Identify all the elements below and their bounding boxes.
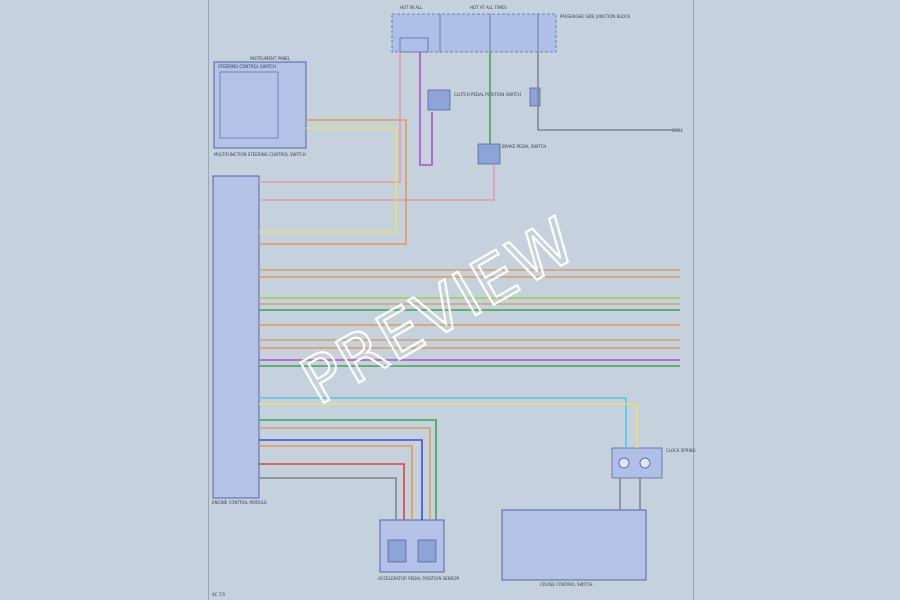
relay-small bbox=[529, 87, 541, 107]
steering-control-box bbox=[213, 61, 307, 149]
clock-spring-pin-1 bbox=[618, 457, 630, 469]
clock-spring-label: CLOCK SPRING bbox=[666, 448, 696, 453]
throttle-caption: ACCELERATOR PEDAL POSITION SENSOR bbox=[378, 576, 459, 581]
wire-violet-2 bbox=[419, 52, 433, 166]
steering-caption: MULTIFUNCTION STEERING CONTROL SWITCH bbox=[214, 152, 306, 157]
clutch-switch bbox=[427, 89, 451, 111]
brake-switch-label: BRAKE PEDAL SWITCH bbox=[502, 144, 546, 149]
footer-label: AC 7/5 bbox=[212, 592, 226, 597]
app-sensor-2 bbox=[417, 539, 437, 563]
wire-lightblue-17 bbox=[259, 397, 627, 448]
wire-orange-22 bbox=[259, 445, 413, 520]
fuse-label-mid: HOT AT ALL TIMES bbox=[470, 5, 507, 10]
clutch-switch-label: CLUTCH PEDAL POSITION SWITCH bbox=[454, 92, 521, 97]
wire-group bbox=[259, 52, 680, 520]
wire-yellow-6 bbox=[259, 127, 397, 233]
wire-orange-5 bbox=[259, 119, 407, 245]
wire-green-19 bbox=[259, 419, 437, 520]
ecm-caption: ENGINE CONTROL MODULE bbox=[212, 500, 267, 505]
fuse-label-left: HOT IN ALL bbox=[400, 5, 423, 10]
engine-control-module bbox=[212, 175, 260, 499]
steering-box-title: INSTRUMENT PANEL bbox=[250, 56, 291, 61]
wire-gray-4 bbox=[537, 52, 680, 131]
wire-tan-20 bbox=[259, 427, 431, 520]
cruise-switch-label: CRUISE CONTROL SWITCH bbox=[540, 582, 593, 587]
fuse-block-left bbox=[399, 37, 429, 53]
junction-block-label: PASSENGER SIDE JUNCTION BLOCK bbox=[560, 14, 630, 19]
app-sensor-1 bbox=[387, 539, 407, 563]
wire-yellow-18 bbox=[259, 403, 638, 448]
wire-red-23 bbox=[259, 463, 405, 520]
clock-spring-pin-2 bbox=[639, 457, 651, 469]
brake-switch bbox=[477, 143, 501, 165]
wire-pink-0 bbox=[259, 52, 401, 183]
wire-pink-1 bbox=[259, 164, 495, 201]
wire-blue-21 bbox=[259, 439, 423, 520]
cruise-control-switch bbox=[501, 509, 647, 581]
steering-control-inner bbox=[219, 71, 279, 139]
steering-box-sub: STEERING CONTROL SWITCH bbox=[218, 64, 276, 69]
wire-gray-24 bbox=[259, 477, 397, 520]
preview-watermark: PREVIEW bbox=[289, 204, 589, 420]
